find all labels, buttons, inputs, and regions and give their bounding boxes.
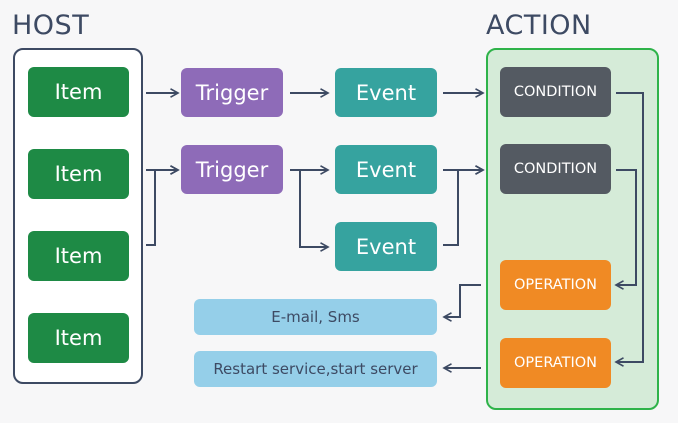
host-item-4: Item [28,313,129,363]
arrow-trigger2-event3 [299,170,328,247]
host-item-1: Item [28,67,129,117]
host-item-2: Item [28,149,129,199]
arrow-event3-condition2 [443,170,483,246]
operation-2: OPERATION [500,338,611,388]
operation-1: OPERATION [500,260,611,310]
host-title: HOST [12,10,90,41]
action-title: ACTION [486,10,592,41]
event-3: Event [335,222,437,271]
trigger-1: Trigger [181,68,283,117]
host-item-3: Item [28,231,129,281]
event-1: Event [335,68,437,117]
condition-1: CONDITION [500,67,611,117]
condition-2: CONDITION [500,144,611,194]
output-email-sms: E-mail, Sms [194,299,437,335]
output-restart-service: Restart service,start server [194,351,437,387]
trigger-2: Trigger [181,145,283,194]
arrow-operation1-output1 [444,284,481,317]
arrow-item3-trigger2 [146,170,178,246]
event-2: Event [335,145,437,194]
